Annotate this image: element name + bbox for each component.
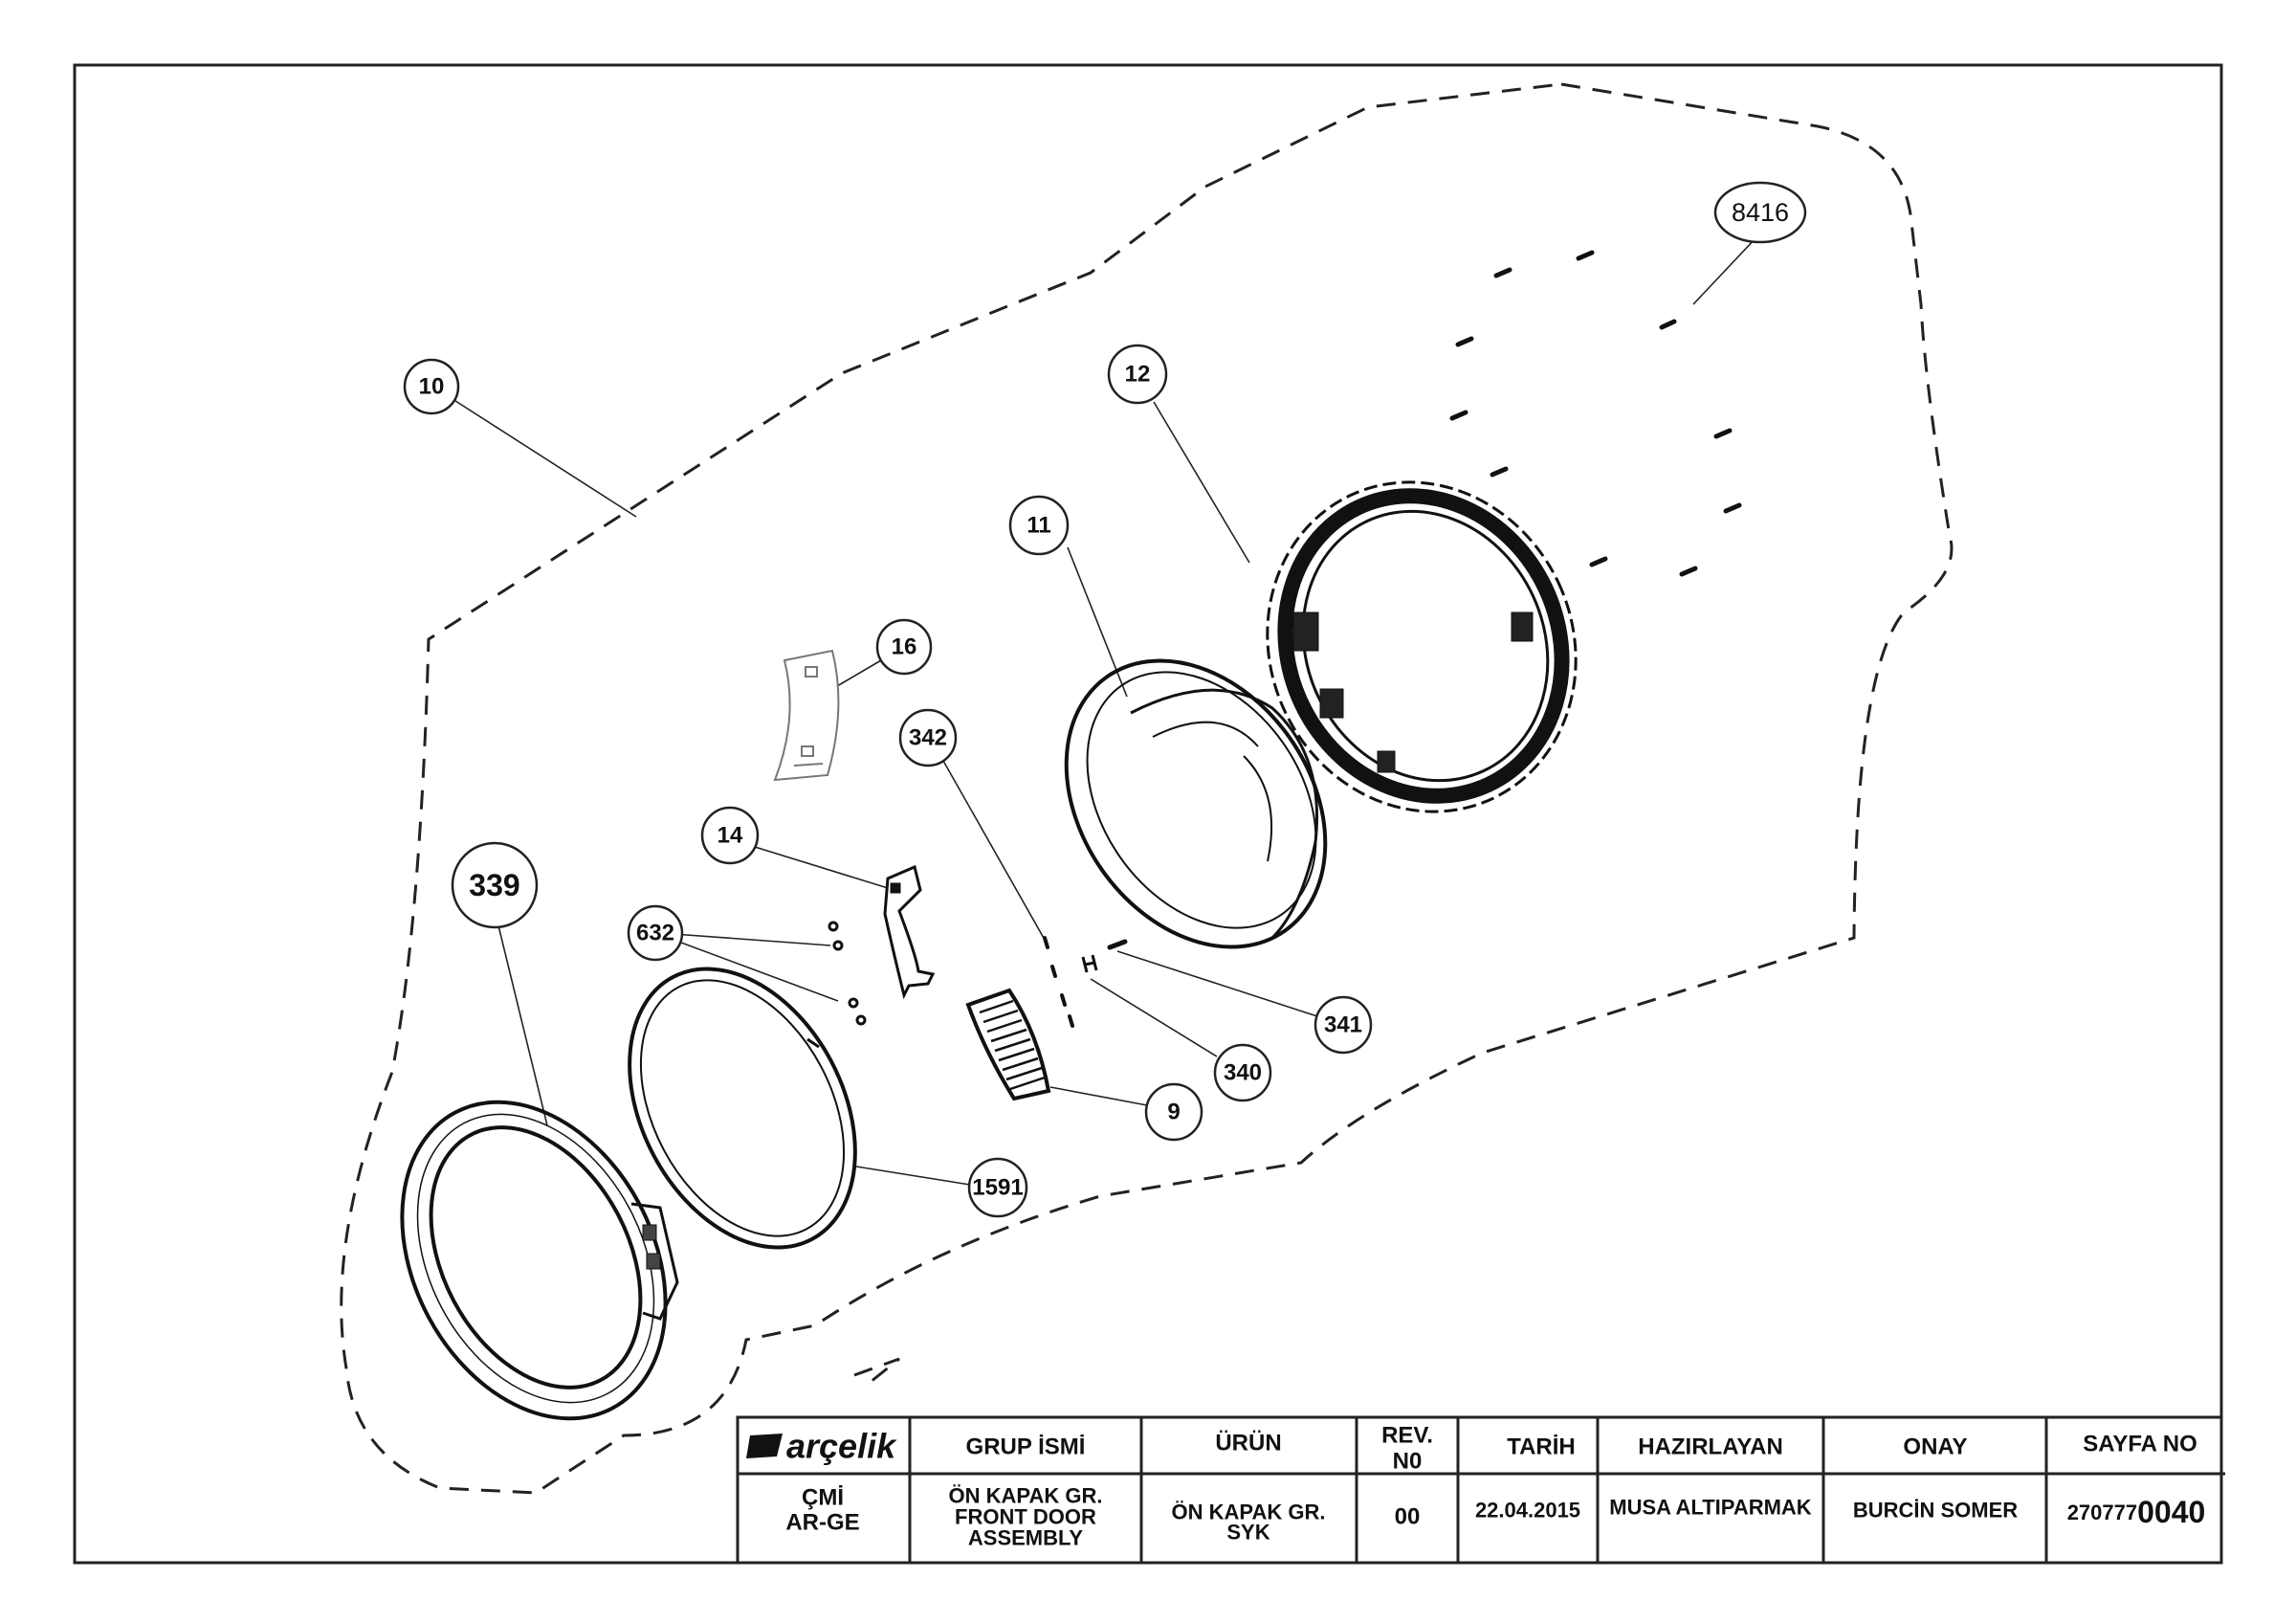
part-8416-screws bbox=[1449, 250, 1742, 577]
part-12-support-ring bbox=[1266, 480, 1578, 813]
callout-341-label: 341 bbox=[1324, 1012, 1362, 1038]
header-product: ÜRÜN bbox=[1215, 1431, 1281, 1456]
value-product-line2: SYK bbox=[1226, 1521, 1269, 1545]
callout-16: 16 bbox=[875, 618, 933, 676]
callout-12: 12 bbox=[1107, 344, 1168, 405]
value-approval: BURCİN SOMER bbox=[1853, 1499, 2018, 1523]
callout-1591-label: 1591 bbox=[972, 1175, 1023, 1201]
value-page-number: 2707770040 bbox=[2067, 1495, 2206, 1529]
header-date: TARİH bbox=[1507, 1434, 1576, 1460]
value-page-suffix: 0040 bbox=[2137, 1495, 2205, 1529]
callout-632: 632 bbox=[627, 904, 684, 962]
part-1591-inner-frame bbox=[628, 967, 857, 1250]
callout-16-label: 16 bbox=[892, 634, 917, 660]
callout-340: 340 bbox=[1213, 1043, 1272, 1102]
callout-339-label: 339 bbox=[469, 868, 519, 902]
value-group-line3: ASSEMBLY bbox=[968, 1526, 1084, 1550]
header-approval: ONAY bbox=[1903, 1434, 1967, 1460]
value-prepared: MUSA ALTIPARMAK bbox=[1609, 1496, 1812, 1520]
callout-11-label: 11 bbox=[1027, 513, 1050, 539]
callout-10: 10 bbox=[403, 358, 460, 415]
callout-340-label: 340 bbox=[1224, 1060, 1262, 1086]
callout-632-label: 632 bbox=[636, 921, 674, 946]
callout-8416-label: 8416 bbox=[1732, 198, 1789, 227]
value-product-line1: ÖN KAPAK GR. bbox=[1172, 1501, 1326, 1524]
callout-1591: 1591 bbox=[967, 1157, 1028, 1218]
part-341-screw bbox=[1107, 939, 1128, 950]
part-16-hinge-plate bbox=[773, 649, 840, 782]
part-339-door-ring bbox=[400, 1100, 679, 1421]
callout-8416: 8416 bbox=[1713, 181, 1807, 244]
callout-12-label: 12 bbox=[1125, 362, 1151, 388]
callout-9-label: 9 bbox=[1167, 1100, 1180, 1125]
value-group-line1: ÖN KAPAK GR. bbox=[949, 1484, 1103, 1508]
arcelik-logo-icon bbox=[746, 1434, 783, 1458]
value-dept-line2: AR-GE bbox=[785, 1510, 859, 1536]
callout-341: 341 bbox=[1314, 995, 1373, 1055]
header-rev-line1: REV. bbox=[1381, 1423, 1433, 1449]
header-prepared: HAZIRLAYAN bbox=[1638, 1434, 1783, 1460]
part-14-hinge bbox=[883, 864, 936, 1000]
callout-342: 342 bbox=[898, 708, 958, 767]
parts-342-pins bbox=[1043, 936, 1074, 1028]
value-page-prefix: 270777 bbox=[2067, 1501, 2137, 1524]
header-group: GRUP İSMİ bbox=[966, 1434, 1086, 1460]
part-11-door-glass bbox=[1064, 658, 1328, 949]
callout-9: 9 bbox=[1144, 1082, 1203, 1142]
part-9-door-handle bbox=[965, 988, 1051, 1101]
callout-342-label: 342 bbox=[909, 725, 947, 751]
title-block: arçelik GRUP İSMİ ÜRÜN REV. N0 TARİH HAZ… bbox=[736, 1415, 2225, 1565]
header-rev-line2: N0 bbox=[1393, 1449, 1423, 1475]
assembly-boundary-dashed bbox=[340, 82, 1954, 1495]
value-group-line2: FRONT DOOR bbox=[955, 1505, 1096, 1529]
header-page: SAYFA NO bbox=[2083, 1432, 2197, 1457]
callout-14-label: 14 bbox=[718, 823, 743, 849]
value-dept-line1: ÇMİ bbox=[802, 1485, 844, 1511]
arcelik-logo-text: arçelik bbox=[786, 1427, 897, 1466]
part-632-screws bbox=[828, 921, 867, 1026]
callout-11: 11 bbox=[1008, 495, 1070, 556]
arcelik-logo: arçelik bbox=[746, 1427, 897, 1466]
callout-10-label: 10 bbox=[419, 374, 445, 400]
leader-lines bbox=[452, 236, 1757, 1186]
boundary-notch bbox=[853, 1357, 900, 1388]
callout-339: 339 bbox=[451, 841, 539, 929]
value-date: 22.04.2015 bbox=[1475, 1499, 1580, 1523]
value-rev: 00 bbox=[1395, 1504, 1421, 1530]
part-340-clip bbox=[1081, 954, 1098, 973]
callout-14: 14 bbox=[700, 806, 760, 865]
drawing-frame bbox=[73, 63, 2223, 1565]
